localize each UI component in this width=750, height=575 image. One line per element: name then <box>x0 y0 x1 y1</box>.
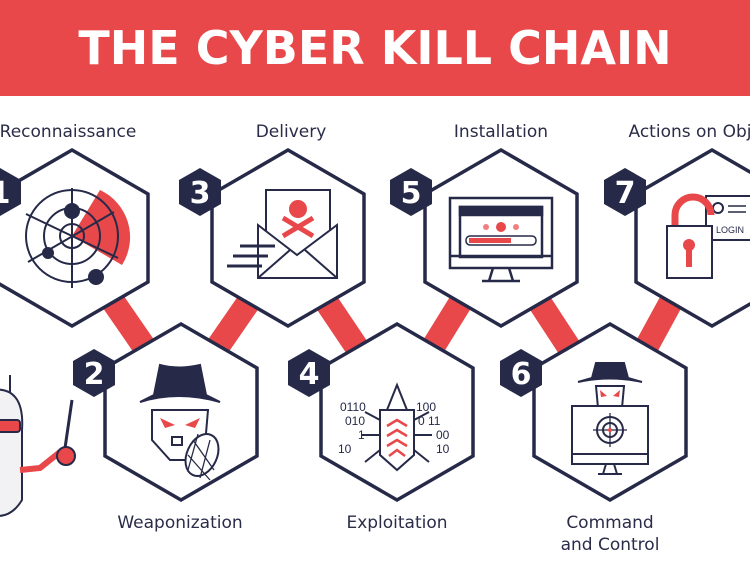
stage-2-badge: 2 <box>73 349 115 397</box>
binary-text: 10 <box>436 442 450 456</box>
stage-3-badge: 3 <box>179 168 221 216</box>
bug-binary-icon: 0110 010 1 10 100 0 11 00 10 <box>338 382 450 472</box>
stage-5-badge: 5 <box>390 168 432 216</box>
radar-icon <box>25 188 131 288</box>
unlocked-padlock-login-icon: LOGIN <box>666 193 750 279</box>
stage-1-badge: 1 <box>0 168 21 216</box>
stage-7-label: Actions on Obj <box>629 122 750 142</box>
login-text: LOGIN <box>716 225 744 235</box>
stage-2-label: Weaponization <box>117 513 242 533</box>
malicious-email-icon <box>227 189 338 279</box>
stage-4-number: 4 <box>299 357 320 392</box>
stage-4-label: Exploitation <box>346 513 447 533</box>
stage-7-number: 7 <box>615 176 636 211</box>
binary-text: 1 <box>358 428 365 442</box>
stage-6-label-line1: Command <box>566 513 653 533</box>
stage-5-label: Installation <box>454 122 548 142</box>
robot-mascot-icon <box>0 375 76 517</box>
binary-text: 00 <box>436 428 450 442</box>
hacker-monitor-target-icon <box>571 362 649 475</box>
monitor-malware-install-icon <box>448 196 554 283</box>
connector-5-6 <box>527 293 585 362</box>
hacker-grenade-icon <box>139 363 221 481</box>
binary-text: 10 <box>338 442 352 456</box>
stage-1-label: Reconnaissance <box>0 122 136 142</box>
title-banner: THE CYBER KILL CHAIN <box>0 0 750 96</box>
stage-6-number: 6 <box>511 357 532 392</box>
binary-text: 100 <box>416 400 436 414</box>
stage-3-label: Delivery <box>256 122 327 142</box>
binary-text: 010 <box>345 414 365 428</box>
binary-text: 0 11 <box>418 414 441 428</box>
stage-6-badge: 6 <box>500 349 542 397</box>
stage-5-number: 5 <box>401 176 422 211</box>
stage-1-number: 1 <box>0 176 10 211</box>
stage-3-number: 3 <box>190 176 211 211</box>
page-title: THE CYBER KILL CHAIN <box>78 21 672 75</box>
stage-2-number: 2 <box>84 357 105 392</box>
stage-7-badge: 7 <box>604 168 646 216</box>
stage-6-label-line2: and Control <box>561 535 660 555</box>
binary-text: 0110 <box>340 400 366 414</box>
stage-4-badge: 4 <box>288 349 330 397</box>
